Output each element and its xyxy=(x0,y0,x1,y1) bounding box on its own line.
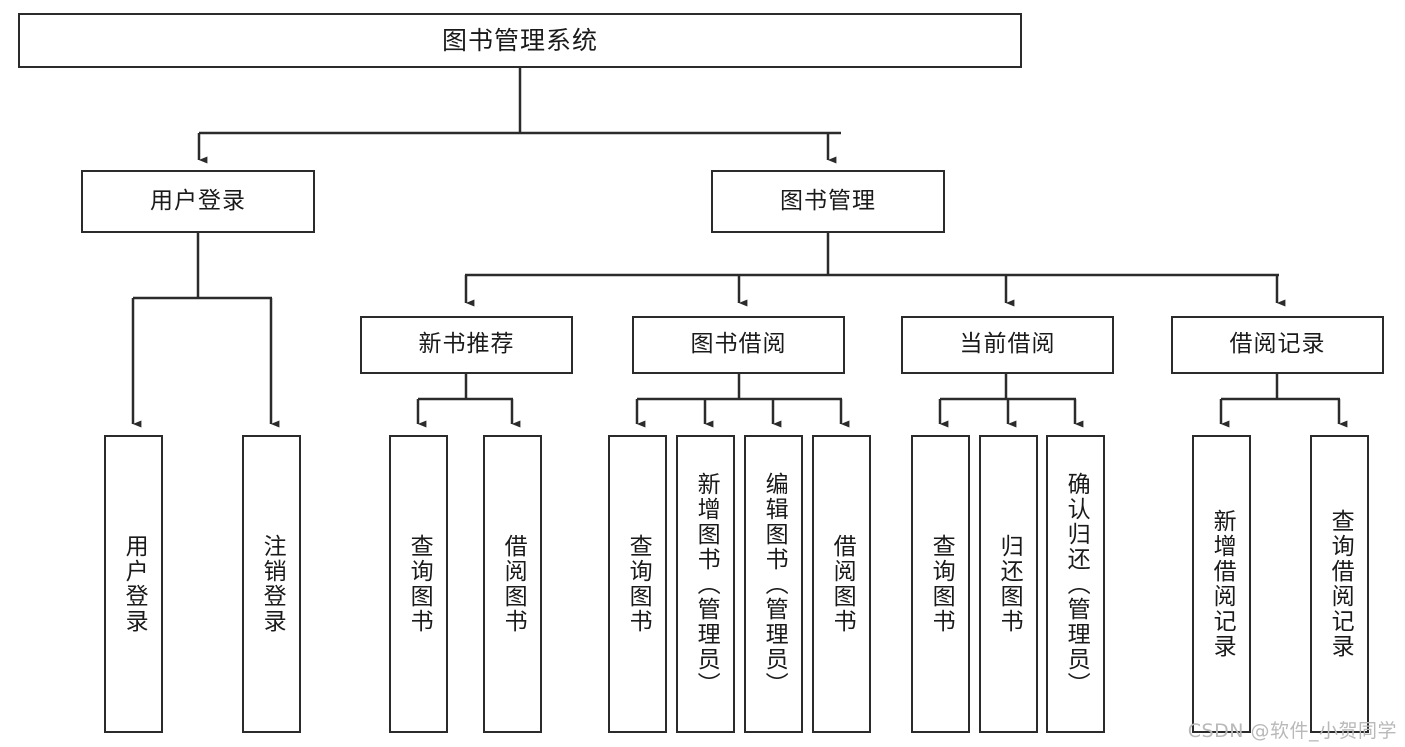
node-leaf-logout[interactable]: 注销登录 xyxy=(242,435,301,733)
node-leaf-query-book-recommend-label: 查询图书 xyxy=(406,534,433,634)
node-leaf-confirm-return-admin[interactable]: 确认归还（管理员） xyxy=(1046,435,1105,733)
csdn-watermark: CSDN @软件_小贺同学 xyxy=(1187,720,1397,742)
node-leaf-query-borrow-record-label: 查询借阅记录 xyxy=(1327,509,1354,659)
node-leaf-borrow-book[interactable]: 借阅图书 xyxy=(812,435,871,733)
node-book-borrow-label: 图书借阅 xyxy=(690,331,787,358)
node-leaf-add-borrow-record[interactable]: 新增借阅记录 xyxy=(1192,435,1251,733)
node-leaf-add-borrow-record-label: 新增借阅记录 xyxy=(1209,509,1236,659)
node-new-book-recommend-label: 新书推荐 xyxy=(418,331,515,358)
node-book-borrow[interactable]: 图书借阅 xyxy=(632,316,845,374)
node-leaf-edit-book-admin-label: 编辑图书（管理员） xyxy=(761,471,788,697)
node-user-login[interactable]: 用户登录 xyxy=(81,170,315,233)
node-leaf-confirm-return-admin-label: 确认归还（管理员） xyxy=(1063,471,1090,697)
node-current-borrow-label: 当前借阅 xyxy=(959,331,1056,358)
node-leaf-borrow-book-label: 借阅图书 xyxy=(829,534,856,634)
node-leaf-user-login[interactable]: 用户登录 xyxy=(104,435,163,733)
node-new-book-recommend[interactable]: 新书推荐 xyxy=(360,316,573,374)
node-leaf-logout-label: 注销登录 xyxy=(259,534,286,634)
node-leaf-edit-book-admin[interactable]: 编辑图书（管理员） xyxy=(744,435,803,733)
node-leaf-return-book-label: 归还图书 xyxy=(996,534,1023,634)
node-leaf-query-book-current-label: 查询图书 xyxy=(928,534,955,634)
node-leaf-query-book-current[interactable]: 查询图书 xyxy=(911,435,970,733)
node-leaf-query-book-borrow[interactable]: 查询图书 xyxy=(608,435,667,733)
node-root-book-management-system[interactable]: 图书管理系统 xyxy=(18,13,1022,68)
node-leaf-add-book-admin-label: 新增图书（管理员） xyxy=(693,471,720,697)
node-book-management-label: 图书管理 xyxy=(780,187,876,214)
node-leaf-user-login-label: 用户登录 xyxy=(121,534,148,634)
node-leaf-borrow-book-recommend-label: 借阅图书 xyxy=(500,534,527,634)
node-leaf-borrow-book-recommend[interactable]: 借阅图书 xyxy=(483,435,542,733)
node-current-borrow[interactable]: 当前借阅 xyxy=(901,316,1114,374)
node-leaf-query-borrow-record[interactable]: 查询借阅记录 xyxy=(1310,435,1369,733)
node-borrow-record[interactable]: 借阅记录 xyxy=(1171,316,1384,374)
node-leaf-query-book-borrow-label: 查询图书 xyxy=(625,534,652,634)
node-borrow-record-label: 借阅记录 xyxy=(1229,331,1326,358)
node-leaf-add-book-admin[interactable]: 新增图书（管理员） xyxy=(676,435,735,733)
node-leaf-return-book[interactable]: 归还图书 xyxy=(979,435,1038,733)
node-user-login-label: 用户登录 xyxy=(150,187,246,214)
node-root-label: 图书管理系统 xyxy=(441,25,598,55)
node-book-management[interactable]: 图书管理 xyxy=(711,170,945,233)
node-leaf-query-book-recommend[interactable]: 查询图书 xyxy=(389,435,448,733)
